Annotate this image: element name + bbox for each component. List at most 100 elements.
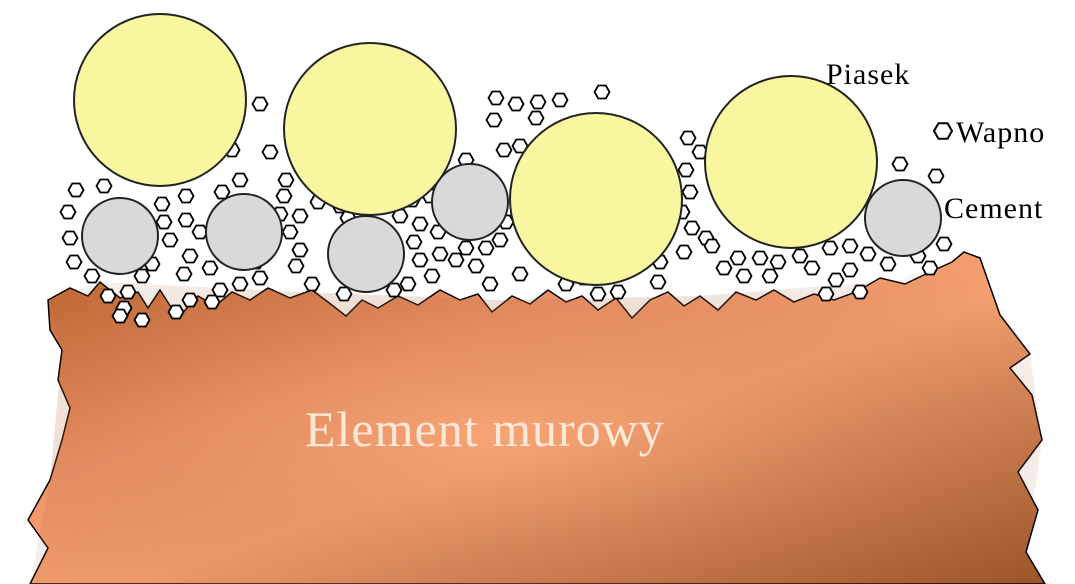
lime-particle bbox=[513, 268, 528, 281]
lime-particle bbox=[681, 132, 696, 145]
lime-particle bbox=[101, 290, 116, 303]
lime-particle bbox=[497, 144, 512, 157]
cement-particle bbox=[328, 216, 404, 292]
lime-particle bbox=[63, 232, 78, 245]
lime-particle bbox=[279, 174, 294, 187]
lime-particle bbox=[69, 184, 84, 197]
lime-particle bbox=[771, 256, 786, 269]
lime-particle bbox=[425, 270, 440, 283]
lime-particle bbox=[205, 296, 220, 309]
hexagon-icon bbox=[934, 123, 952, 139]
lime-particle bbox=[677, 246, 692, 259]
lime-particle bbox=[823, 242, 838, 255]
lime-particle bbox=[215, 186, 230, 199]
lime-particle bbox=[843, 240, 858, 253]
lime-particle bbox=[177, 268, 192, 281]
lime-particle bbox=[459, 242, 474, 255]
lime-particle bbox=[679, 164, 694, 177]
lime-particle bbox=[183, 250, 198, 263]
sand-label: Piasek bbox=[826, 58, 910, 91]
lime-particle bbox=[433, 248, 448, 261]
lime-particle bbox=[213, 284, 228, 297]
lime-particle bbox=[293, 210, 308, 223]
lime-particle bbox=[717, 262, 732, 275]
masonry-unit-label: Element murowy bbox=[305, 401, 665, 457]
lime-particle bbox=[233, 278, 248, 291]
lime-particle bbox=[479, 242, 494, 255]
lime-particle bbox=[169, 306, 184, 319]
lime-particle bbox=[277, 190, 292, 203]
lime-particle bbox=[611, 286, 626, 299]
lime-particle bbox=[113, 310, 128, 323]
sand-particle bbox=[74, 14, 246, 186]
lime-particle bbox=[413, 254, 428, 267]
lime-particle bbox=[253, 272, 268, 285]
lime-particle bbox=[595, 86, 610, 99]
lime-particle bbox=[305, 278, 320, 291]
lime-particle bbox=[135, 270, 150, 283]
lime-particle bbox=[179, 190, 194, 203]
lime-particle bbox=[529, 112, 544, 125]
lime-particle bbox=[61, 206, 76, 219]
lime-particle bbox=[283, 226, 298, 239]
lime-particle bbox=[553, 94, 568, 107]
cement-particle bbox=[206, 194, 282, 270]
lime-particle bbox=[531, 96, 546, 109]
lime-particle bbox=[737, 270, 752, 283]
lime-particle bbox=[337, 288, 352, 301]
lime-particle bbox=[121, 286, 136, 299]
lime-particle bbox=[893, 158, 908, 171]
cement-label: Cement bbox=[944, 192, 1043, 225]
sand-particle bbox=[705, 76, 877, 248]
lime-particle bbox=[819, 288, 834, 301]
lime-particle bbox=[449, 254, 464, 267]
lime-particle bbox=[413, 218, 428, 231]
lime-particle bbox=[263, 146, 278, 159]
lime-particle bbox=[763, 270, 778, 283]
cement-particle bbox=[865, 180, 941, 256]
lime-particle bbox=[203, 262, 218, 275]
lime-particle bbox=[135, 314, 150, 327]
lime-particle bbox=[183, 294, 198, 307]
lime-particle bbox=[253, 98, 268, 111]
lime-particle bbox=[233, 174, 248, 187]
lime-particle bbox=[293, 244, 308, 257]
lime-particle bbox=[705, 240, 720, 253]
lime-particle bbox=[483, 278, 498, 291]
lime-particle bbox=[85, 270, 100, 283]
cement-particle bbox=[82, 198, 158, 274]
lime-particle bbox=[929, 170, 944, 183]
lime-particle bbox=[591, 288, 606, 301]
lime-particle bbox=[401, 278, 416, 291]
lime-particle bbox=[97, 180, 112, 193]
lime-particle bbox=[683, 186, 698, 199]
lime-particle bbox=[407, 236, 422, 249]
lime-particle bbox=[853, 286, 868, 299]
lime-particle bbox=[881, 258, 896, 271]
lime-particle bbox=[651, 276, 666, 289]
sand-particle bbox=[510, 113, 682, 285]
lime-particle bbox=[487, 114, 502, 127]
lime-particle bbox=[469, 260, 484, 273]
sand-particles bbox=[74, 14, 877, 285]
lime-particle bbox=[843, 264, 858, 277]
lime-particle bbox=[805, 262, 820, 275]
lime-particle bbox=[793, 250, 808, 263]
lime-particle bbox=[829, 274, 844, 287]
lime-particle bbox=[861, 248, 876, 261]
lime-particle bbox=[937, 238, 952, 251]
lime-particle bbox=[685, 222, 700, 235]
lime-label: Wapno bbox=[956, 116, 1045, 149]
lime-particle bbox=[157, 216, 172, 229]
lime-particle bbox=[753, 252, 768, 265]
lime-particle bbox=[289, 260, 304, 273]
lime-particle bbox=[179, 214, 194, 227]
lime-particle bbox=[509, 98, 524, 111]
lime-legend: Wapno bbox=[934, 116, 1045, 149]
lime-particle bbox=[493, 234, 508, 247]
lime-particle bbox=[923, 262, 938, 275]
lime-particle bbox=[163, 234, 178, 247]
lime-particle bbox=[155, 198, 170, 211]
lime-particle bbox=[67, 256, 82, 269]
